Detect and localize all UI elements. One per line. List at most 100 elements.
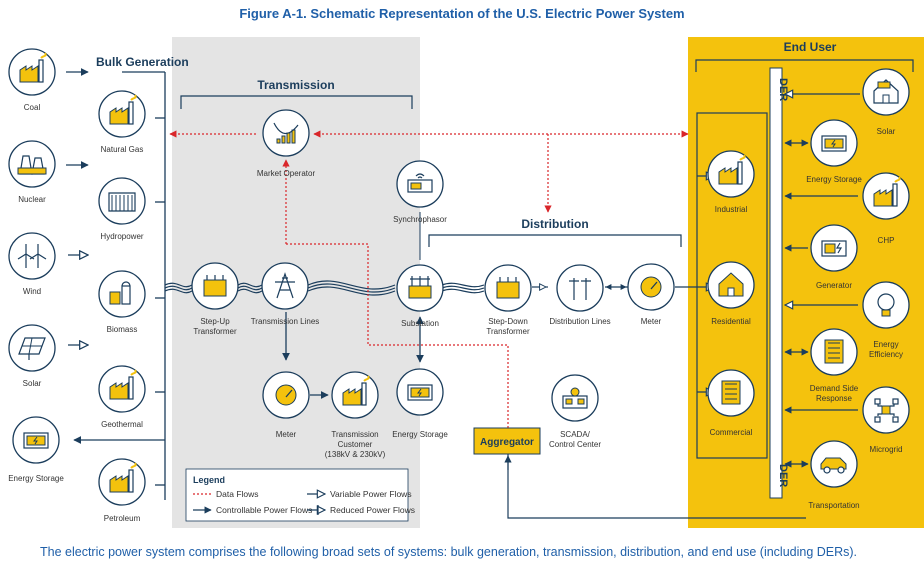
- residential-icon: [718, 272, 744, 297]
- storage-gen-icon: [23, 432, 49, 449]
- trans-customer-icon: [342, 375, 370, 406]
- efficiency-label: Energy: [873, 340, 898, 349]
- wind-icon: [17, 244, 47, 268]
- scada-label: Control Center: [549, 440, 601, 449]
- biomass-icon: [109, 281, 131, 305]
- step-up-label: Transformer: [193, 327, 237, 336]
- storage-der-node: Energy Storage: [806, 119, 862, 184]
- wind-label: Wind: [23, 287, 41, 296]
- hydropower-node: Hydropower: [98, 177, 146, 241]
- meter-trans-node: Meter: [262, 371, 310, 439]
- aggregator-box: [473, 427, 541, 455]
- meter-dist-label: Meter: [641, 317, 662, 326]
- wind-node: Wind: [8, 232, 56, 296]
- hydropower-label: Hydropower: [100, 232, 143, 241]
- microgrid-node: Microgrid: [862, 386, 910, 454]
- legend-controllable: Controllable Power Flows: [216, 505, 312, 515]
- commercial-node: Commercial: [707, 369, 755, 437]
- solar-gen-node: Solar: [8, 324, 56, 388]
- geothermal-label: Geothermal: [101, 420, 143, 429]
- figure-title: Figure A-1. Schematic Representation of …: [239, 6, 685, 21]
- aggregator-link: [507, 454, 806, 519]
- generator-node: Generator: [810, 224, 858, 290]
- aggregator-label: Aggregator: [480, 437, 534, 448]
- industrial-node: Industrial: [707, 150, 755, 214]
- scada-icon: [562, 387, 588, 409]
- storage-der-icon: [821, 135, 847, 152]
- storage-gen-label: Energy Storage: [8, 474, 64, 483]
- nuclear-icon: [17, 155, 47, 175]
- transmission-lines-icon: [275, 272, 295, 299]
- trans-customer-label: Transmission: [331, 430, 378, 439]
- bulk-bus: [66, 68, 166, 500]
- biomass-label: Biomass: [107, 325, 138, 334]
- step-down-label: Step-Down: [488, 317, 528, 326]
- residential-label: Residential: [711, 317, 751, 326]
- market-operator-label: Market Operator: [257, 169, 316, 178]
- legend-box: [185, 468, 409, 522]
- biomass-node: Biomass: [98, 270, 146, 334]
- legend-data-flows: Data Flows: [216, 489, 259, 499]
- storage-der-label: Energy Storage: [806, 175, 862, 184]
- coal-label: Coal: [24, 103, 41, 112]
- market-operator-icon: [273, 122, 299, 144]
- figure-caption: The electric power system comprises the …: [40, 545, 858, 559]
- end-user-label: End User: [784, 40, 837, 54]
- meter-trans-icon: [275, 384, 297, 406]
- residential-node: Residential: [707, 261, 755, 326]
- transportation-label: Transportation: [808, 501, 859, 510]
- substation-label: Substation: [401, 319, 439, 328]
- legend-variable: Variable Power Flows: [330, 489, 412, 499]
- distribution-bracket: [428, 234, 682, 247]
- solar-der-node: Solar: [862, 68, 910, 136]
- meter-dist-node: Meter: [627, 263, 675, 326]
- step-up-label: Step-Up: [200, 317, 230, 326]
- bulk-taps: [122, 71, 166, 118]
- der-label-top: DER: [777, 78, 789, 101]
- data-flows: [169, 130, 689, 430]
- petroleum-icon: [109, 462, 137, 493]
- storage-trans-icon: [407, 384, 433, 401]
- step-up-icon: [203, 275, 227, 297]
- distribution-lines-label: Distribution Lines: [549, 317, 610, 326]
- industrial-icon: [718, 154, 746, 185]
- coal-icon: [19, 52, 47, 83]
- bulk-generation-label: Bulk Generation: [96, 55, 189, 69]
- storage-trans-node: Energy Storage: [392, 368, 448, 439]
- commercial-label: Commercial: [710, 428, 753, 437]
- chp-label: CHP: [878, 236, 895, 245]
- dsr-label: Demand Side: [810, 384, 859, 393]
- storage-gen-node: Energy Storage: [8, 416, 64, 483]
- transmission-label: Transmission: [257, 78, 334, 92]
- solar-der-icon: [873, 79, 899, 104]
- commercial-icon: [721, 380, 741, 405]
- nuclear-label: Nuclear: [18, 195, 46, 204]
- coal-node: Coal: [8, 48, 56, 112]
- transportation-icon: [820, 457, 847, 474]
- distribution-lines-icon: [569, 278, 591, 300]
- synchrophasor-label: Synchrophasor: [393, 215, 447, 224]
- transportation-node: Transportation: [808, 440, 860, 510]
- distribution-lines-node: Distribution Lines: [549, 264, 611, 326]
- natural-gas-icon: [109, 94, 137, 125]
- trans-customer-label: (138kV & 230kV): [325, 450, 386, 459]
- efficiency-icon: [877, 293, 895, 317]
- solar-gen-label: Solar: [23, 379, 42, 388]
- chp-icon: [873, 176, 901, 207]
- legend-reduced: Reduced Power Flows: [330, 505, 415, 515]
- dsr-icon: [824, 339, 844, 364]
- petroleum-label: Petroleum: [104, 514, 141, 523]
- substation-icon: [408, 276, 432, 299]
- scada-label: SCADA/: [560, 430, 591, 439]
- step-down-icon: [496, 277, 520, 299]
- solar-gen-icon: [18, 337, 46, 360]
- nuclear-node: Nuclear: [8, 140, 56, 204]
- natural-gas-node: Natural Gas: [98, 90, 146, 154]
- der-label-bottom: DER: [777, 464, 789, 487]
- step-down-label: Transformer: [486, 327, 530, 336]
- synchrophasor-node: Synchrophasor: [393, 160, 447, 224]
